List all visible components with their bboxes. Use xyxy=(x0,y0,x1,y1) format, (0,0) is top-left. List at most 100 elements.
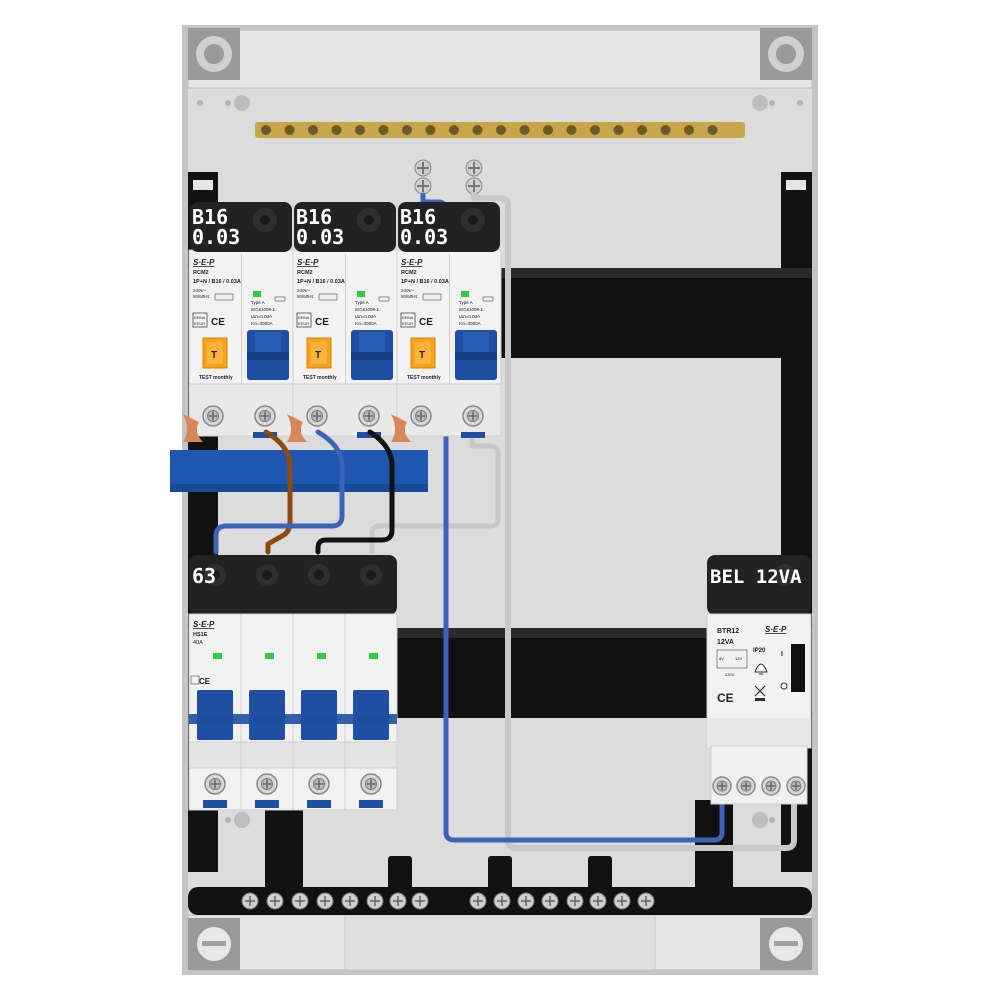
rcm-sensitivity-label: 0.03 xyxy=(192,225,240,249)
terminal-screw-icon[interactable] xyxy=(291,892,309,910)
mounting-holes xyxy=(234,95,768,828)
earth-busbar-holes xyxy=(261,125,718,135)
busbar-hole xyxy=(355,125,365,135)
busbar-hole xyxy=(284,125,295,135)
kema-mark-text: KEMA xyxy=(402,315,414,320)
kema-mark-icon xyxy=(190,675,200,685)
terminal-screw-icon[interactable] xyxy=(613,892,631,910)
wire-black xyxy=(315,429,395,555)
terminal-screw-icon[interactable] xyxy=(254,405,276,427)
main-switch-link-bar xyxy=(189,714,397,724)
neutral-link xyxy=(391,414,411,442)
test-monthly-label: TEST monthly xyxy=(199,375,233,381)
wire-blue-neutral xyxy=(213,429,345,555)
busbar-hole xyxy=(496,125,506,135)
rcm-rating-label: B16 xyxy=(296,205,332,229)
busbar-hole xyxy=(707,125,718,135)
main-switch-label-plate xyxy=(189,555,397,615)
busbar-hole xyxy=(331,125,342,135)
terminal-screw-icon[interactable] xyxy=(736,776,756,796)
terminal-screws xyxy=(241,892,655,910)
rcm-standard: IEC61009-1 xyxy=(459,307,484,312)
terminal-screw-icon[interactable] xyxy=(462,405,484,427)
rcm-type: Type A xyxy=(459,300,473,305)
terminal-screw-icon[interactable] xyxy=(589,892,607,910)
kema-mark-text-2: KEUR xyxy=(194,321,205,326)
bell-output-b: 12V xyxy=(735,656,742,661)
rcm-rating-label: B16 xyxy=(400,205,436,229)
terminal-screw-icon[interactable] xyxy=(786,776,806,796)
busbar-hole xyxy=(637,125,647,135)
bell-ip-rating: IP20 xyxy=(753,648,766,654)
pin xyxy=(769,817,775,823)
bell-label: BEL 12VA xyxy=(710,566,802,588)
rcm-spec: 1P+N / B16 / 0.03A xyxy=(193,279,241,285)
pin xyxy=(769,100,775,106)
terminal-screw-icon[interactable] xyxy=(202,405,224,427)
terminal-screw-icon[interactable] xyxy=(637,892,655,910)
test-button-label: T xyxy=(211,350,217,361)
terminal-screw-icon[interactable] xyxy=(493,892,511,910)
bottom-cover-center xyxy=(344,914,656,971)
terminal-screw-icon[interactable] xyxy=(358,405,380,427)
busbar-hole xyxy=(660,125,671,135)
terminal-screw-icon[interactable] xyxy=(469,892,487,910)
terminal-screw-icon[interactable] xyxy=(306,405,328,427)
rcm-icn: Icn=3000A xyxy=(355,321,377,326)
weee-bin-icon xyxy=(754,685,766,697)
terminal-screw-icon[interactable] xyxy=(761,776,781,796)
rcm-model: RCM2 xyxy=(193,270,209,276)
terminal-screw-icon[interactable] xyxy=(360,773,382,795)
bell-output-a: 8V xyxy=(719,656,724,661)
busbar-hole xyxy=(543,125,553,135)
terminal-screw-icon[interactable] xyxy=(316,892,334,910)
ce-mark: CE xyxy=(419,317,433,328)
terminal-screw-icon[interactable] xyxy=(389,892,407,910)
busbar-hole xyxy=(425,125,436,135)
terminal-screw-icon[interactable] xyxy=(366,892,384,910)
busbar-hole xyxy=(590,125,600,135)
kema-mark-text: KEMA xyxy=(298,315,310,320)
bell-indicator-strip xyxy=(791,644,805,692)
status-indicator xyxy=(461,291,469,297)
terminal-screw-icon[interactable] xyxy=(256,773,278,795)
brand-logo: S·E·P xyxy=(401,258,423,267)
rcm-type: Type A xyxy=(355,300,369,305)
kema-mark-icon xyxy=(296,312,312,328)
terminal-screw-icon[interactable] xyxy=(341,892,359,910)
rcm-idn: IΔn=0.03A xyxy=(459,314,480,319)
terminal-screw-icon[interactable] xyxy=(566,892,584,910)
rcm-spec: 1P+N / B16 / 0.03A xyxy=(401,279,449,285)
ce-mark: CE xyxy=(199,677,211,686)
bell-power: 12VA xyxy=(717,639,734,646)
rcm-voltage: 240V~ xyxy=(401,288,415,293)
terminal-screw-icon[interactable] xyxy=(517,892,535,910)
status-indicator xyxy=(265,653,274,659)
rcm-spec: 1P+N / B16 / 0.03A xyxy=(297,279,345,285)
terminal-screw-icon[interactable] xyxy=(241,892,259,910)
rcm-rating-label: B16 xyxy=(192,205,228,229)
main-switch-rating: 63 xyxy=(192,564,216,588)
terminal-screw-icon[interactable] xyxy=(266,892,284,910)
bell-off-mark xyxy=(780,682,788,690)
terminal-screw-icon[interactable] xyxy=(410,405,432,427)
terminal-screw-icon[interactable] xyxy=(541,892,559,910)
rcm-sensitivity-label: 0.03 xyxy=(296,225,344,249)
pin xyxy=(797,100,803,106)
busbar-hole xyxy=(449,125,459,135)
comb-busbar-edge xyxy=(170,484,428,492)
terminal-screw-icon[interactable] xyxy=(712,776,732,796)
busbar-hole xyxy=(472,125,483,135)
busbar-hole xyxy=(613,125,624,135)
terminal-screw-icon[interactable] xyxy=(308,773,330,795)
bell-icon xyxy=(754,663,768,675)
terminal-screw-icon[interactable] xyxy=(411,892,429,910)
main-switch-current: 40A xyxy=(193,640,203,646)
terminal-screw-icon[interactable] xyxy=(204,773,226,795)
